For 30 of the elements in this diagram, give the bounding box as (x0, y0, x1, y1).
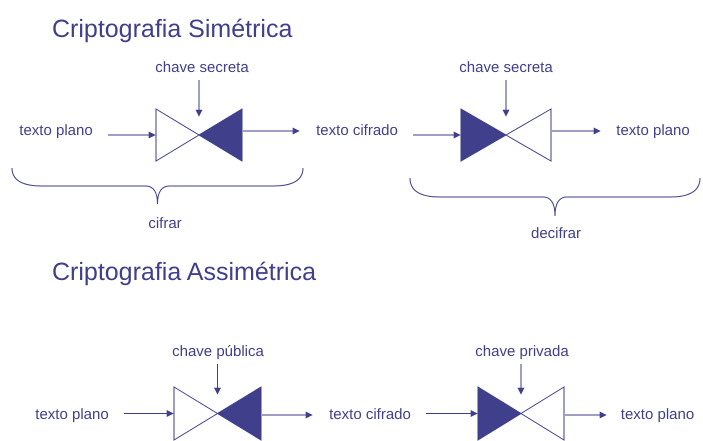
node-label: texto plano (8, 121, 104, 141)
node-label: texto cifrado (318, 405, 422, 425)
arrow (124, 410, 174, 417)
cipher-valve-symbol (477, 386, 565, 441)
arrow (426, 410, 478, 417)
cipher-valve-symbol (155, 108, 243, 162)
arrow (412, 132, 461, 138)
node-label: texto plano (612, 405, 703, 425)
arrow (502, 80, 510, 117)
node-label: chave secreta (451, 58, 561, 78)
section-heading: Criptografia Simétrica (52, 14, 292, 45)
arrow (552, 128, 601, 134)
arrow (242, 128, 300, 134)
brace-label: decifrar (530, 224, 582, 244)
node-label: texto cifrado (305, 121, 409, 141)
node-label: chave pública (162, 342, 274, 362)
arrow (214, 364, 221, 395)
arrow (196, 80, 202, 117)
arrow (108, 132, 156, 138)
cipher-valve-symbol (460, 108, 552, 162)
brace-label: cifrar (147, 214, 183, 234)
arrow (262, 412, 313, 418)
cipher-valve-symbol (173, 386, 262, 441)
section-heading: Criptografia Assimétrica (52, 257, 316, 288)
arrow (564, 412, 607, 418)
node-label: texto plano (24, 405, 120, 425)
arrow (518, 364, 524, 395)
node-label: chave privada (465, 342, 579, 362)
node-label: chave secreta (147, 58, 257, 78)
node-label: texto plano (606, 121, 700, 141)
